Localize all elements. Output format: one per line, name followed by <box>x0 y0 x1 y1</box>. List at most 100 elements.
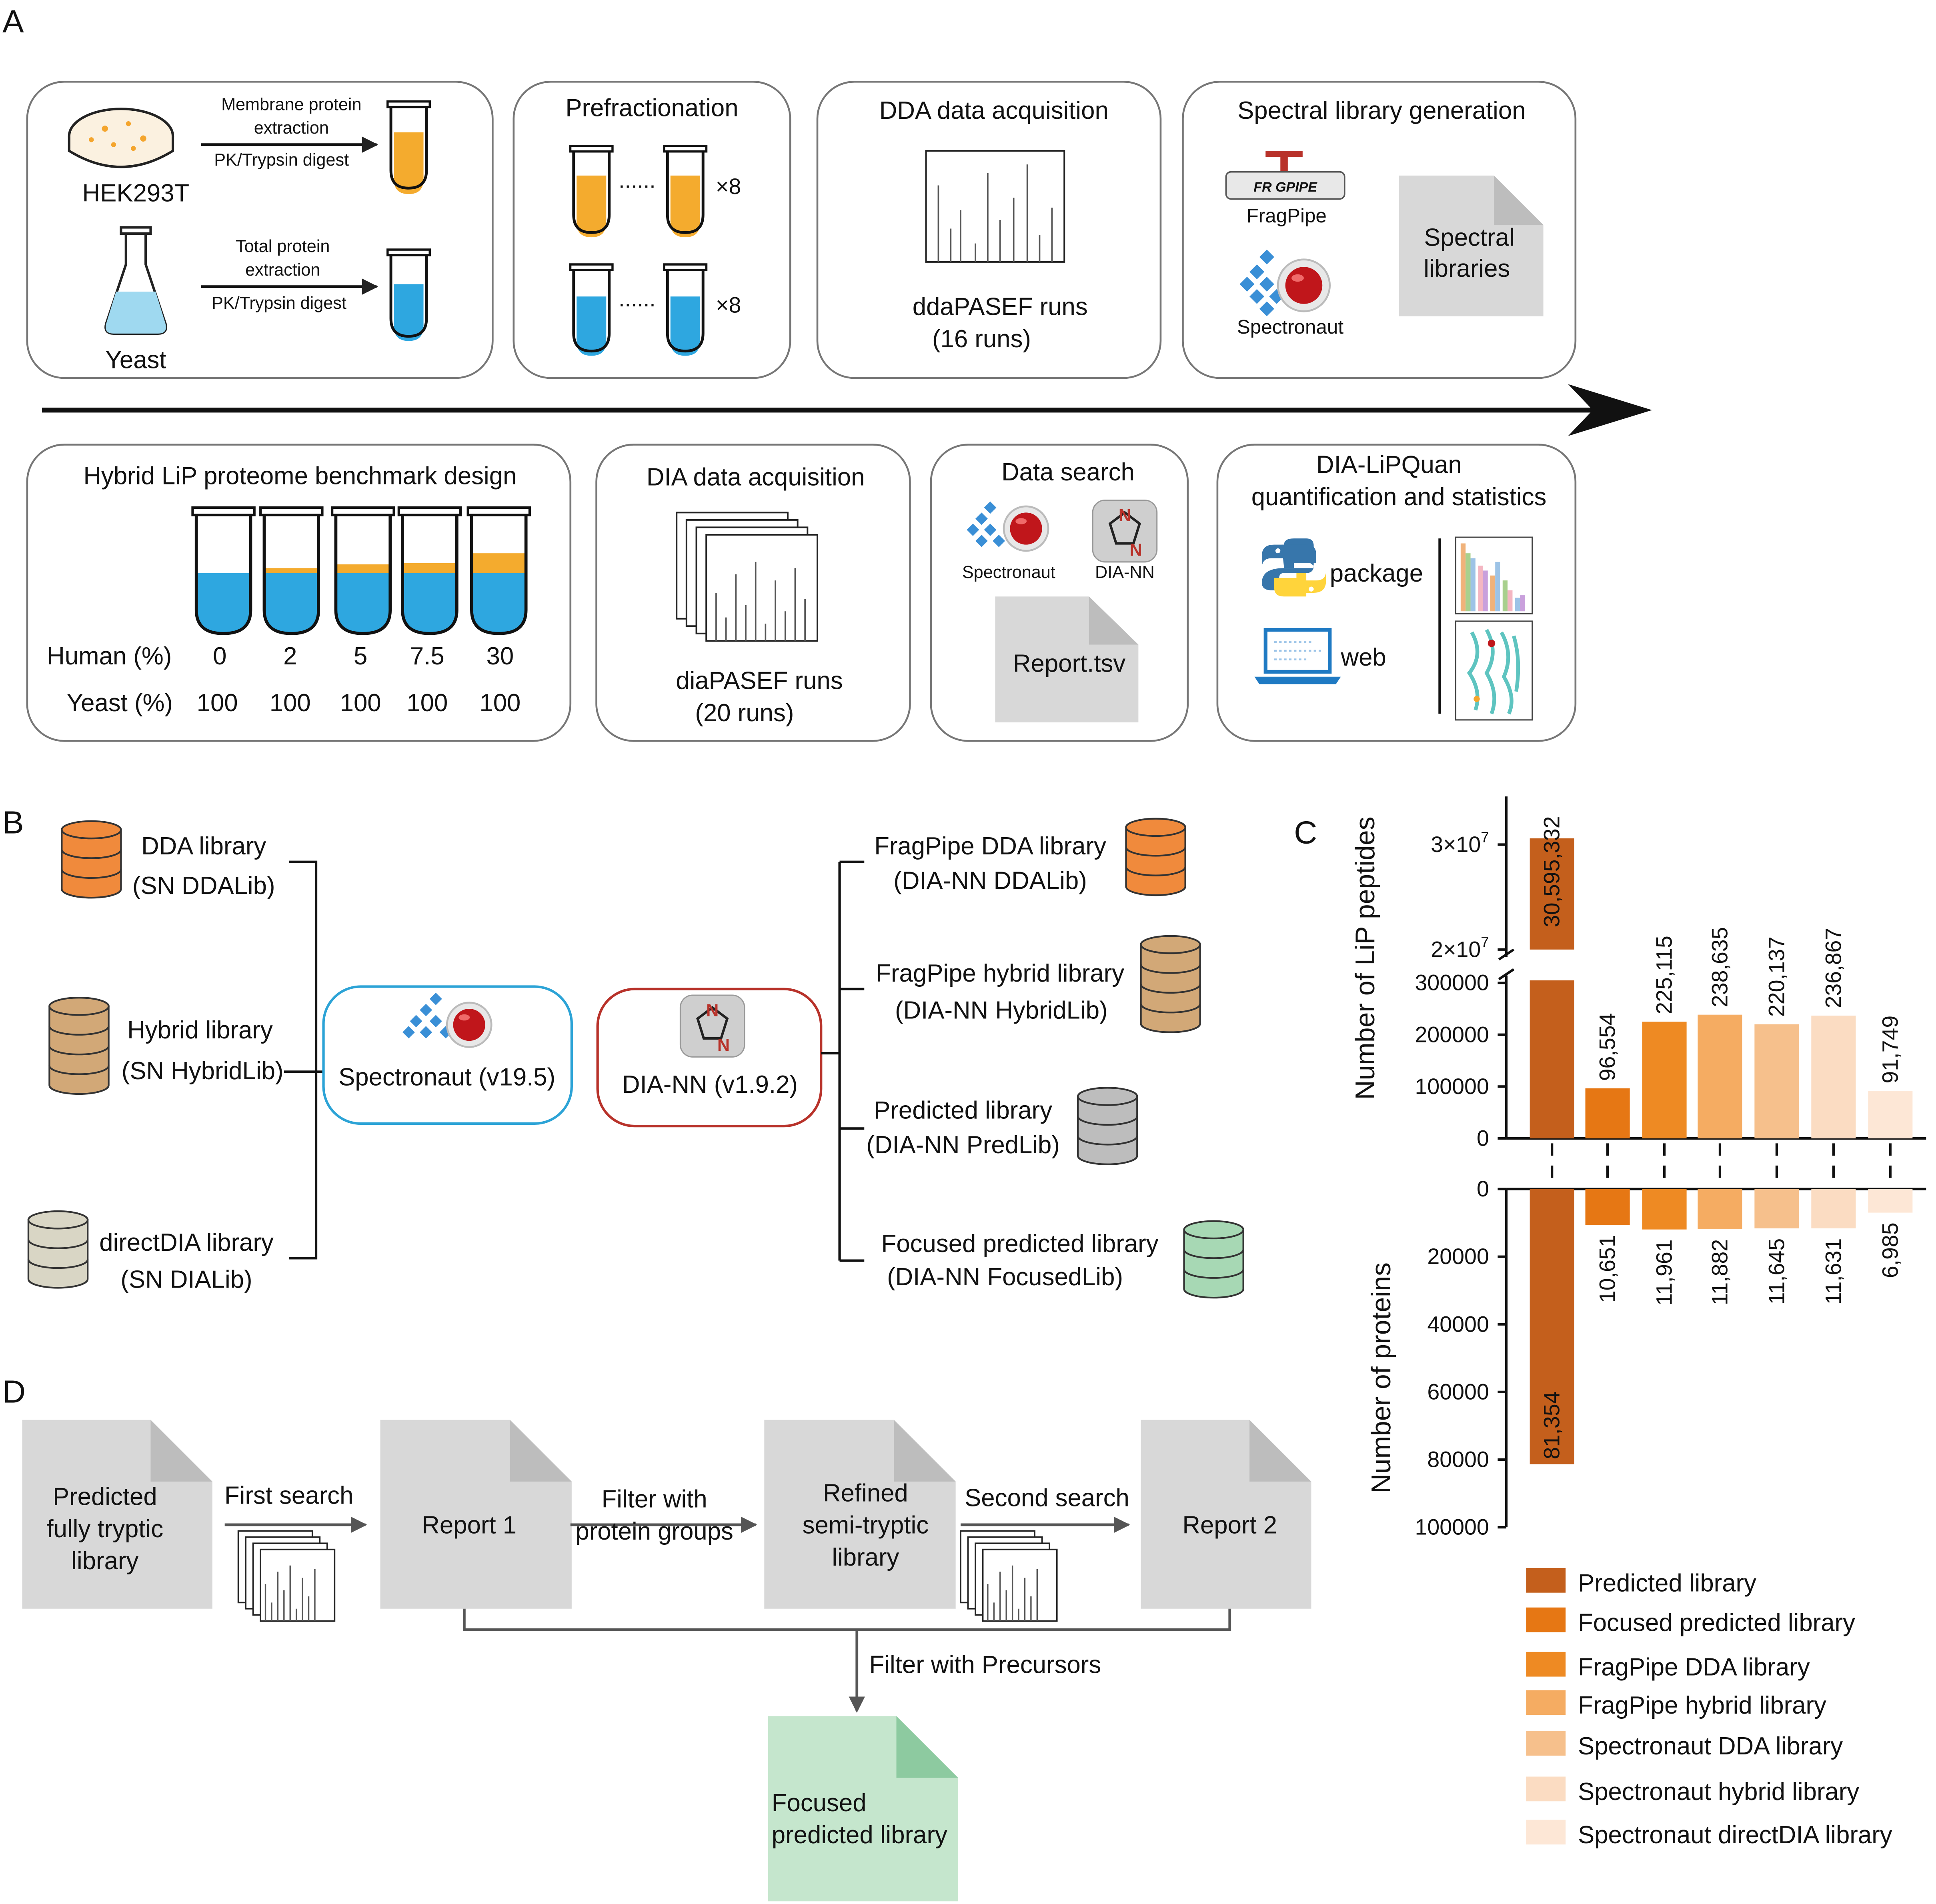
data-search-box <box>930 444 1189 742</box>
left-lib-code-1: (SN HybridLib) <box>122 1057 284 1085</box>
membrane-extraction-line2: extraction <box>254 118 329 138</box>
dia-box <box>595 444 911 742</box>
y-tick-upper-base-1: 10 <box>1456 832 1481 857</box>
y-tick-label-upper-1: 3×107 <box>1431 828 1489 857</box>
arrow-text-1-0: Filter with <box>602 1486 707 1513</box>
diann-b-icon: N N <box>679 994 745 1058</box>
dda-count: (16 runs) <box>932 325 1031 353</box>
dda-title: DDA data acquisition <box>879 97 1109 124</box>
doc-text-1-0: Report 1 <box>422 1512 517 1539</box>
peptide-bar-5 <box>1811 1015 1856 1139</box>
mix-tube-4 <box>466 506 531 635</box>
spectronaut-version-box <box>322 985 573 1125</box>
spectronaut-label-a: Spectronaut <box>1237 316 1343 338</box>
petri-dish-icon <box>68 108 174 168</box>
mix-tube-0 <box>191 506 256 635</box>
peptide-label-6: 91,749 <box>1878 1016 1902 1084</box>
fragpipe-label: FragPipe <box>1247 205 1327 227</box>
peptide-label-1: 96,554 <box>1595 1013 1620 1081</box>
human-value-1: 2 <box>283 642 297 670</box>
spectral-doc-line1: Spectral <box>1424 224 1514 252</box>
y-tick-upper-mant-1: 3× <box>1431 832 1456 857</box>
spectral-lib-box <box>1182 80 1577 379</box>
lipquan-title-line1: DIA-LiPQuan <box>1316 451 1462 479</box>
digest-label-top: PK/Trypsin digest <box>214 150 349 170</box>
report-tsv-label: Report.tsv <box>1013 650 1125 677</box>
legend-label-5: Spectronaut hybrid library <box>1578 1778 1859 1806</box>
peptide-bar-3 <box>1698 1014 1742 1139</box>
panel-label-b: B <box>2 805 24 841</box>
workflow-arrow <box>42 384 1652 436</box>
prefrac-mult-1: ×8 <box>716 174 741 199</box>
y-tick-label-bottom-1: 20000 <box>1427 1244 1489 1269</box>
doc-text-0-2: library <box>71 1547 138 1575</box>
diann-version-label: DIA-NN (v1.9.2) <box>622 1071 798 1098</box>
prefrac-orange-tubes <box>570 146 706 238</box>
legend-swatch-0 <box>1526 1568 1566 1593</box>
laptop-icon <box>1254 628 1341 684</box>
y-tick-upper-base-0: 10 <box>1456 937 1481 962</box>
yeast-value-3: 100 <box>406 689 448 717</box>
web-label: web <box>1341 644 1386 671</box>
protein-bar-6 <box>1868 1189 1913 1213</box>
left-bracket <box>284 860 324 1260</box>
protein-label-6: 6,985 <box>1878 1222 1902 1278</box>
prefrac-dots-2: ...... <box>619 286 656 311</box>
arrow-text-0-0: First search <box>224 1482 353 1509</box>
yeast-value-4: 100 <box>479 689 521 717</box>
protein-label-4: 11,645 <box>1764 1238 1789 1305</box>
human-value-4: 30 <box>487 642 514 670</box>
legend-swatch-6 <box>1526 1820 1566 1845</box>
blue-tube-icon <box>388 250 430 341</box>
protein-label-5: 11,631 <box>1821 1238 1846 1305</box>
focused-doc-text-1: predicted library <box>772 1821 947 1849</box>
peptide-bar-6 <box>1868 1091 1913 1139</box>
legend-swatch-5 <box>1526 1776 1566 1802</box>
panel-label-c: C <box>1294 814 1317 850</box>
spectral-lib-doc-icon <box>1399 175 1544 316</box>
database-icon-left-0 <box>61 820 122 899</box>
spectral-doc-line2: libraries <box>1423 255 1510 282</box>
database-icon-left-1 <box>48 997 110 1095</box>
orange-tube-icon <box>388 102 430 194</box>
bottom-axis-title: Number of proteins <box>1366 1262 1396 1493</box>
right-lib-name-0: FragPipe DDA library <box>874 832 1106 860</box>
svg-text:N: N <box>1119 506 1131 525</box>
y-tick-label-bottom-5: 100000 <box>1415 1515 1489 1540</box>
legend-label-0: Predicted library <box>1578 1570 1756 1597</box>
human-value-3: 7.5 <box>410 642 444 670</box>
database-icon-left-2 <box>27 1210 89 1289</box>
legend-label-4: Spectronaut DDA library <box>1578 1732 1843 1760</box>
merge-bracket <box>462 1608 1231 1631</box>
y-tick-label-bottom-0: 0 <box>1477 1176 1489 1201</box>
mix-tube-3 <box>397 506 462 635</box>
total-extraction-line2: extraction <box>245 260 320 280</box>
lipquan-box <box>1216 444 1577 742</box>
python-logo-icon <box>1261 538 1326 597</box>
mix-tube-1 <box>259 506 324 635</box>
panel-label-d: D <box>2 1374 26 1410</box>
report-doc-1 <box>380 1420 572 1609</box>
right-lib-code-1: (DIA-NN HybridLib) <box>895 997 1108 1024</box>
legend-swatch-3 <box>1526 1690 1566 1715</box>
prefractionation-box <box>513 80 791 379</box>
protein-structure-icon <box>1455 620 1533 721</box>
y-tick-label-top-1: 100000 <box>1415 1074 1489 1099</box>
legend-label-2: FragPipe DDA library <box>1578 1653 1810 1681</box>
legend-label-6: Spectronaut directDIA library <box>1578 1821 1892 1849</box>
protein-label-2: 11,961 <box>1652 1239 1677 1306</box>
search-diann-label: DIA-NN <box>1095 563 1155 582</box>
y-tick-label-bottom-4: 80000 <box>1427 1447 1489 1472</box>
axis-break-mark <box>1498 948 1515 980</box>
peptide-label-4: 220,137 <box>1764 936 1789 1017</box>
protein-label-3: 11,882 <box>1707 1239 1732 1306</box>
spectronaut-version-label: Spectronaut (v19.5) <box>338 1063 555 1091</box>
prefrac-dots-1: ...... <box>619 168 656 193</box>
yeast-pct-label: Yeast (%) <box>67 689 173 717</box>
doc-text-2-0: Refined <box>823 1479 908 1507</box>
doc-text-2-2: library <box>832 1544 899 1571</box>
mini-bar-chart-icon <box>1455 536 1533 614</box>
yeast-value-0: 100 <box>197 689 238 717</box>
dia-runs: diaPASEF runs <box>676 667 843 695</box>
